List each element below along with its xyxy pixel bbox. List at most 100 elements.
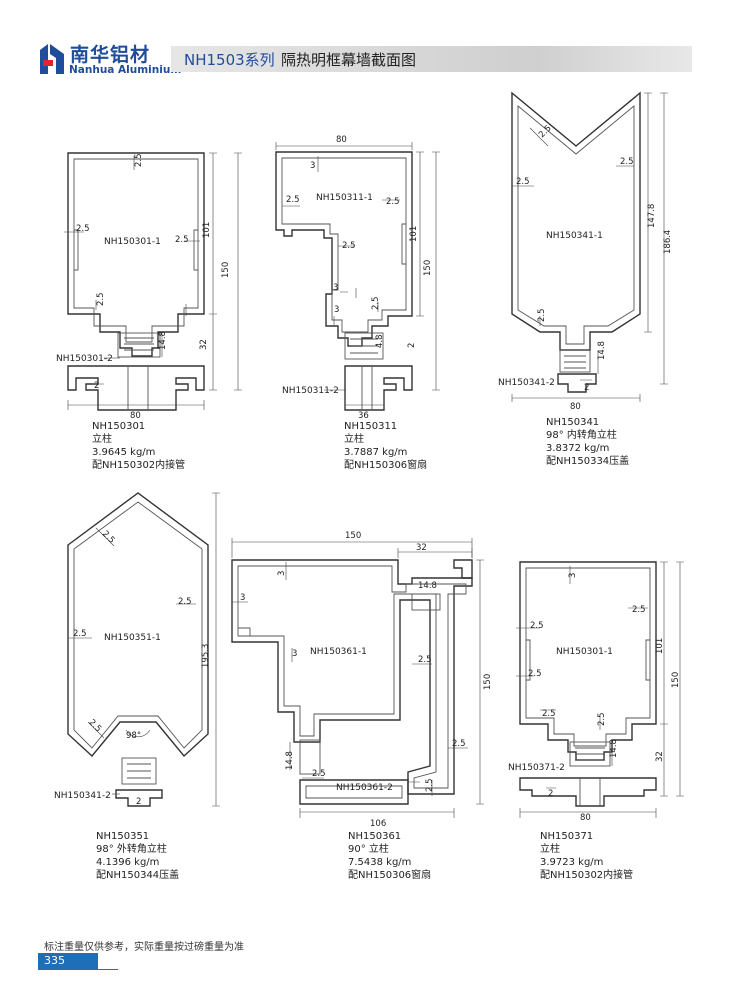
drawing-nh150311: 80 101 150 36 3 2.5 2.5 2.5 3 3 2.5 4.8 … [275, 135, 440, 421]
dim-t1: 3 [277, 571, 287, 576]
dim-gap-2: 2 [407, 343, 417, 348]
dim-t3: 2.5 [530, 621, 544, 631]
dim-h2: 150 [671, 672, 681, 688]
dim-angle: 98° [126, 731, 141, 741]
drawing-nh150351: 2.5 2.5 2.5 2.5 98° 2 195.3 NH150351-1 N… [54, 492, 220, 807]
caption-weight: 7.5438 kg/m [348, 857, 412, 868]
caption-nh150341: NH150341 98° 内转角立柱 3.8372 kg/m 配NH150334… [546, 416, 629, 468]
caption-model: NH150371 [540, 831, 594, 842]
dim-h1: 101 [655, 638, 665, 654]
dim-h2: 150 [423, 260, 433, 276]
page-header: 南华铝材 Nanhua Aluminium NH1503系列 隔热明框幕墙截面图 [0, 0, 731, 84]
dim-t1: 2.5 [100, 529, 117, 546]
dim-w2: 36 [358, 411, 369, 421]
dim-t3: 3 [292, 649, 297, 659]
caption-match: 配NH150302内接管 [540, 870, 634, 881]
series-label: NH1503系列 [184, 51, 275, 69]
part-label: NH150351-1 [104, 633, 161, 643]
caption-model: NH150301 [92, 421, 146, 432]
brand-name-cn: 南华铝材 [70, 44, 151, 66]
caption-match: 配NH150306窗扇 [348, 870, 432, 881]
dim-t6: 2.5 [312, 769, 326, 779]
dim-t4: 2.5 [537, 308, 547, 322]
dim-t1: 3 [310, 161, 315, 171]
part-label: NH150301-1 [556, 647, 613, 657]
page-number: 335 [38, 953, 98, 969]
dim-t7: 2.5 [371, 296, 381, 310]
drawing-nh150341: 2.5 2.5 2.5 2.5 14.8 2 80 147.8 186.4 NH… [498, 91, 673, 412]
dim-width: 80 [570, 402, 581, 412]
dim-h3: 32 [199, 339, 209, 350]
page-number-underline [38, 969, 118, 970]
dim-t4: 2.5 [342, 241, 356, 251]
caption-nh150351: NH150351 98° 外转角立柱 4.1396 kg/m 配NH150344… [96, 830, 179, 882]
caption-nh150361: NH150361 90° 立柱 7.5438 kg/m 配NH150306窗扇 [348, 830, 431, 882]
weight-note: 标注重量仅供参考，实际重量按过磅重量为准 [44, 942, 244, 953]
caption-type: 90° 立柱 [348, 844, 389, 855]
dim-b: 2 [136, 797, 141, 807]
caption-type: 立柱 [540, 844, 560, 855]
dim-h2: 186.4 [663, 230, 673, 254]
dim-t3: 2.5 [516, 177, 530, 187]
dim-w3: 106 [370, 819, 386, 829]
page-title: 隔热明框幕墙截面图 [281, 51, 417, 69]
part-label: NH150311-1 [316, 193, 373, 203]
part-label: NH150341-1 [546, 231, 603, 241]
dim-width: 80 [580, 813, 591, 823]
dim-t4: 2.5 [528, 669, 542, 679]
drawing-nh150301: 80 101 150 32 2.5 2.5 2.5 2.5 14.8 2 NH1… [56, 152, 242, 421]
part-label-2: NH150371-2 [508, 763, 565, 773]
dim-t1: 3 [568, 573, 578, 578]
dim-t3: 2.5 [386, 197, 400, 207]
caption-type: 立柱 [344, 434, 364, 445]
dim-height: 150 [483, 674, 493, 690]
nanhua-logo-icon [40, 44, 64, 74]
caption-model: NH150351 [96, 831, 150, 842]
dim-t2: 2.5 [178, 597, 192, 607]
dim-t2: 2.5 [76, 224, 90, 234]
part-label-2: NH150301-2 [56, 354, 113, 364]
caption-match: 配NH150302内接管 [92, 460, 186, 471]
caption-model: NH150361 [348, 831, 402, 842]
dim-t3: 2.5 [73, 629, 87, 639]
dim-h1: 101 [202, 222, 212, 238]
caption-nh150301: NH150301 立柱 3.9645 kg/m 配NH150302内接管 [92, 420, 185, 472]
dim-h3: 32 [655, 751, 665, 762]
title-bar [171, 46, 692, 72]
dim-b: 2 [94, 381, 99, 391]
caption-weight: 3.7887 kg/m [344, 447, 408, 458]
caption-model: NH150341 [546, 417, 600, 428]
dim-t4: 2.5 [96, 292, 106, 306]
dim-t2: 3 [240, 593, 245, 603]
caption-nh150371: NH150371 立柱 3.9723 kg/m 配NH150302内接管 [540, 830, 633, 882]
dim-t2: 2.5 [286, 195, 300, 205]
dim-b: 2 [548, 789, 553, 799]
dim-t5: 2.5 [452, 739, 466, 749]
part-label-2: NH150361-2 [336, 783, 393, 793]
dim-gap: 4.8 [375, 334, 385, 348]
dim-t4: 2.5 [418, 655, 432, 665]
dim-gap: 14.8 [609, 739, 619, 758]
brand-name-en: Nanhua Aluminium [69, 64, 182, 76]
caption-match: 配NH150306窗扇 [344, 460, 428, 471]
part-label: NH150301-1 [104, 237, 161, 247]
caption-type: 98° 内转角立柱 [546, 430, 617, 441]
part-label-2: NH150341-2 [498, 378, 555, 388]
caption-model: NH150311 [344, 421, 398, 432]
dim-gap-2: 14.8 [285, 751, 295, 770]
caption-nh150311: NH150311 立柱 3.7887 kg/m 配NH150306窗扇 [344, 420, 427, 472]
caption-weight: 3.9645 kg/m [92, 447, 156, 458]
dim-t5: 3 [333, 283, 338, 293]
dim-t5: 2.5 [542, 709, 556, 719]
caption-match: 配NH150344压盖 [96, 870, 180, 881]
caption-weight: 4.1396 kg/m [96, 857, 160, 868]
dim-width: 80 [130, 411, 141, 421]
drawing-nh150371: 3 2.5 2.5 2.5 2.5 2.5 14.8 2 80 101 150 … [508, 561, 684, 823]
dim-h2: 150 [221, 262, 231, 278]
dim-width: 80 [336, 135, 347, 145]
dim-w2: 32 [416, 543, 427, 553]
drawing-nh150361: 150 32 106 150 3 3 3 2.5 2.5 2.5 2.5 14.… [231, 531, 493, 829]
dim-t6: 3 [334, 305, 339, 315]
dim-h1: 147.8 [647, 204, 657, 228]
dim-gap: 14.8 [158, 331, 168, 350]
